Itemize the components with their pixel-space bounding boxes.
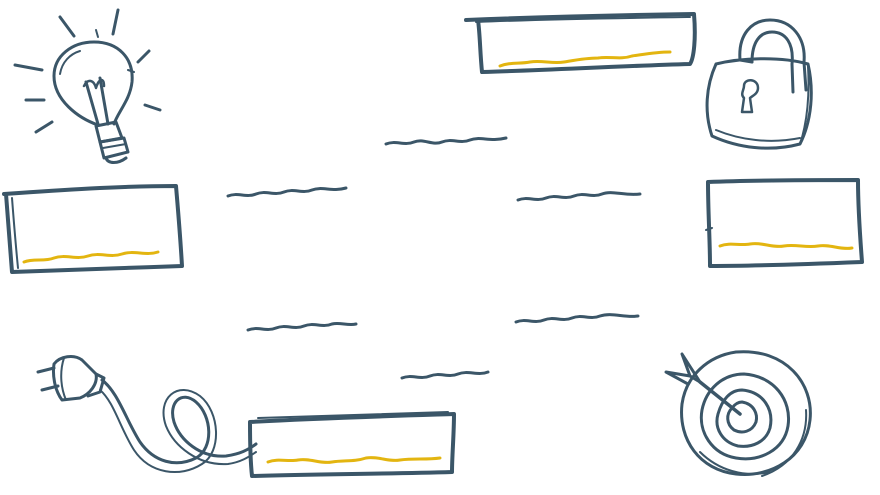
lightbulb-icon	[13, 8, 162, 164]
dartboard-target-icon	[664, 350, 812, 477]
squiggle-line-1	[384, 136, 508, 146]
padlock-icon	[705, 18, 813, 150]
squiggle-line-6	[400, 370, 490, 380]
squiggle-line-3	[516, 191, 642, 202]
sketch-box-middle-right	[705, 178, 864, 268]
squiggle-line-2	[226, 186, 348, 198]
squiggle-line-4	[246, 321, 358, 332]
squiggle-line-5	[514, 313, 640, 324]
sketch-box-middle-left	[2, 184, 184, 274]
power-plug-icon	[36, 355, 258, 474]
sketch-box-bottom-center	[248, 411, 456, 478]
sketch-box-top-center	[464, 12, 697, 74]
